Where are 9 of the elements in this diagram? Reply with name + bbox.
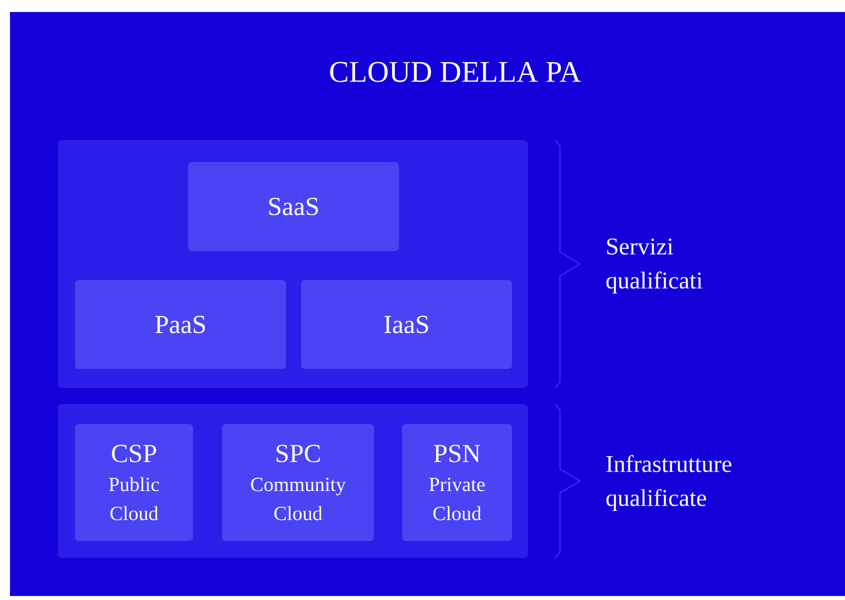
- service-box: CSP Public Cloud: [75, 424, 193, 541]
- group-label: Servizi qualificati: [606, 238, 702, 294]
- service-box: PSN Private Cloud: [402, 424, 512, 541]
- service-box: PaaS: [75, 280, 286, 369]
- service-box: SaaS: [188, 162, 399, 251]
- group-label: Infrastrutture qualificate: [606, 455, 732, 512]
- title: CLOUD DELLA PA: [330, 62, 581, 82]
- service-box: SPC Community Cloud: [222, 424, 374, 541]
- service-box: IaaS: [301, 280, 512, 369]
